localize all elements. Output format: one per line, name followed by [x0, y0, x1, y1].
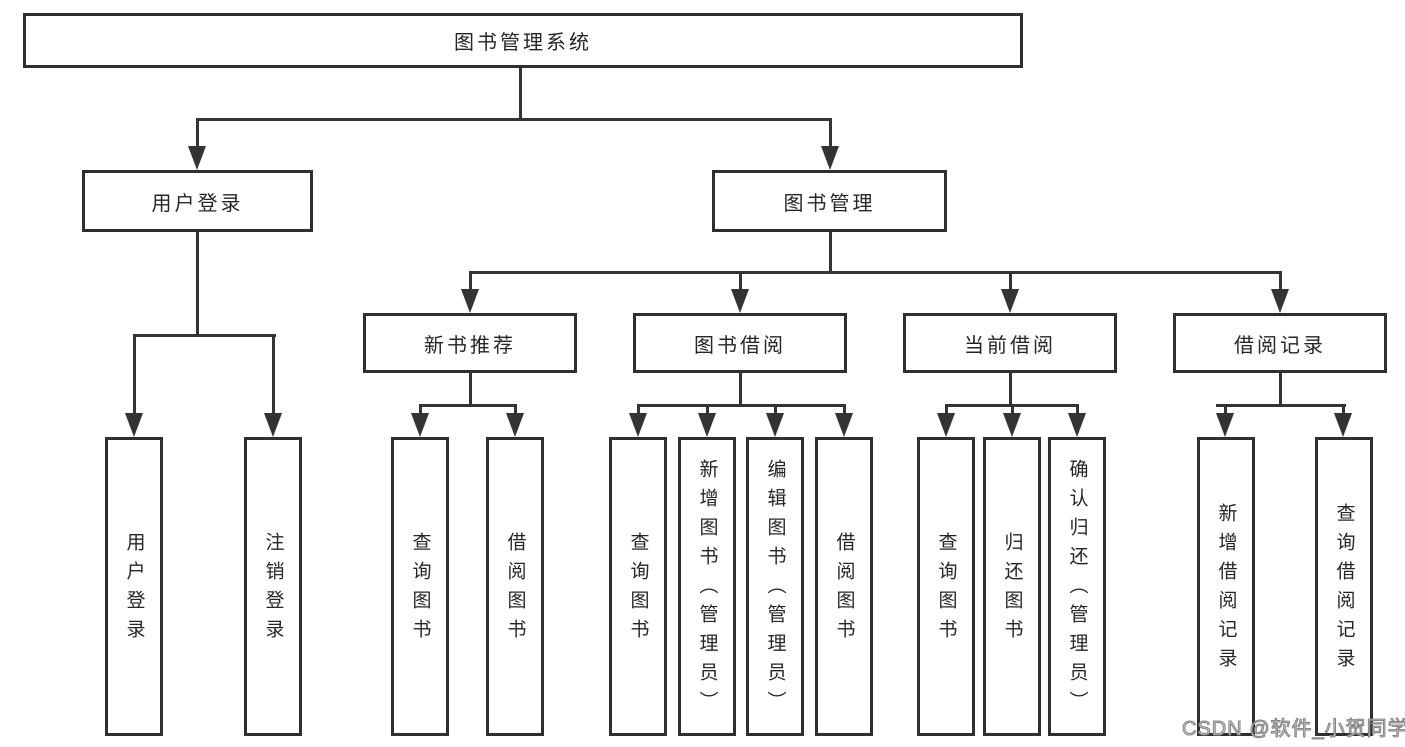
- arrow-down-icon: [821, 146, 839, 170]
- leaf-query-books: 查询图书: [391, 437, 449, 736]
- connector-line-horizontal: [637, 404, 846, 407]
- connector-line-vertical: [419, 407, 422, 415]
- connector-line-vertical: [1011, 407, 1014, 415]
- arrow-down-icon: [506, 413, 524, 437]
- node-current-borrowing: 当前借阅: [903, 313, 1117, 373]
- connector-line-vertical: [272, 337, 275, 415]
- arrow-down-icon: [125, 413, 143, 437]
- connector-line-vertical: [1009, 274, 1012, 292]
- connector-line-vertical: [829, 232, 832, 274]
- leaf-add-books-admin: 新增图书（管理员）: [678, 437, 736, 736]
- node-book-management: 图书管理: [712, 170, 947, 232]
- connector-line-vertical: [133, 337, 136, 415]
- arrow-down-icon: [937, 413, 955, 437]
- leaf-borrow-books: 借阅图书: [815, 437, 873, 736]
- leaf-edit-books-admin: 编辑图书（管理员）: [746, 437, 804, 736]
- arrow-down-icon: [1003, 413, 1021, 437]
- connector-line-horizontal: [469, 271, 1282, 274]
- arrow-down-icon: [629, 413, 647, 437]
- connector-line-horizontal: [419, 404, 517, 407]
- node-user-login: 用户登录: [82, 170, 313, 232]
- arrow-down-icon: [835, 413, 853, 437]
- connector-line-horizontal: [945, 404, 1079, 407]
- connector-line-vertical: [196, 121, 199, 152]
- connector-line-vertical: [739, 372, 742, 407]
- connector-line-vertical: [469, 372, 472, 407]
- connector-line-horizontal: [133, 334, 276, 337]
- connector-line-vertical: [1342, 407, 1345, 415]
- leaf-query-books: 查询图书: [917, 437, 975, 736]
- connector-line-vertical: [519, 68, 522, 121]
- arrow-down-icon: [264, 413, 282, 437]
- connector-line-horizontal: [1216, 404, 1346, 407]
- leaf-query-borrow-record: 查询借阅记录: [1315, 437, 1373, 736]
- arrow-down-icon: [1271, 289, 1289, 313]
- leaf-return-books: 归还图书: [983, 437, 1041, 736]
- arrow-down-icon: [698, 413, 716, 437]
- leaf-confirm-return-admin: 确认归还（管理员）: [1048, 437, 1106, 736]
- arrow-down-icon: [188, 146, 206, 170]
- csdn-watermark: CSDN @软件_小贺同学: [1182, 718, 1405, 741]
- arrow-down-icon: [461, 289, 479, 313]
- connector-line-vertical: [706, 407, 709, 415]
- node-borrow-records: 借阅记录: [1173, 313, 1387, 373]
- connector-line-vertical: [774, 407, 777, 415]
- arrow-down-icon: [1334, 413, 1352, 437]
- connector-line-vertical: [1279, 372, 1282, 407]
- connector-line-vertical: [1279, 274, 1282, 292]
- connector-line-vertical: [637, 407, 640, 415]
- leaf-logout: 注销登录: [244, 437, 302, 736]
- arrow-down-icon: [1001, 289, 1019, 313]
- leaf-query-books: 查询图书: [609, 437, 667, 736]
- leaf-borrow-books: 借阅图书: [486, 437, 544, 736]
- connector-line-vertical: [829, 121, 832, 152]
- leaf-user-login: 用户登录: [105, 437, 163, 736]
- arrow-down-icon: [731, 289, 749, 313]
- connector-line-vertical: [843, 407, 846, 415]
- leaf-add-borrow-record: 新增借阅记录: [1197, 437, 1255, 736]
- arrow-down-icon: [1216, 413, 1234, 437]
- node-book-borrowing: 图书借阅: [633, 313, 847, 373]
- connector-line-vertical: [1224, 407, 1227, 415]
- connector-line-vertical: [739, 274, 742, 292]
- connector-line-horizontal: [196, 118, 832, 121]
- connector-line-vertical: [196, 232, 199, 337]
- arrow-down-icon: [766, 413, 784, 437]
- connector-line-vertical: [469, 274, 472, 292]
- connector-line-vertical: [1009, 372, 1012, 407]
- node-new-book-recommendation: 新书推荐: [363, 313, 577, 373]
- connector-line-vertical: [514, 407, 517, 415]
- connector-line-vertical: [945, 407, 948, 415]
- arrow-down-icon: [1068, 413, 1086, 437]
- arrow-down-icon: [411, 413, 429, 437]
- node-root: 图书管理系统: [23, 13, 1023, 68]
- connector-line-vertical: [1076, 407, 1079, 415]
